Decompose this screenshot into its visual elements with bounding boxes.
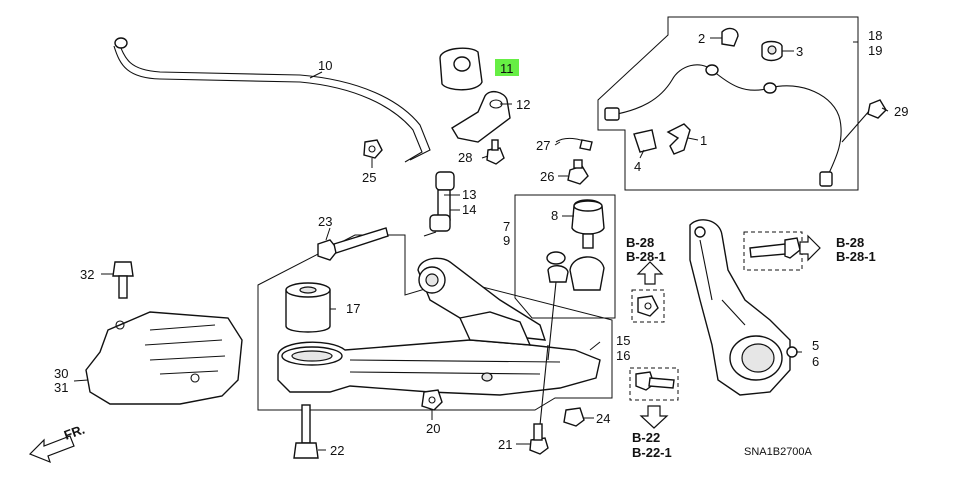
label-4: 4 [634,159,641,174]
label-2: 2 [698,31,705,46]
label-6: 6 [812,354,819,369]
label-17: 17 [346,301,360,316]
ref-b22: B-22 [632,430,660,445]
label-8: 8 [551,208,558,223]
label-14: 14 [462,202,476,217]
label-13: 13 [462,187,476,202]
label-9: 9 [503,233,510,248]
knuckle-bolt-upper [749,237,801,259]
label-28: 28 [458,150,472,165]
compliance-bushing [285,282,331,333]
knuckle-bolt-lower-box [629,367,679,401]
clip-27 [555,137,593,151]
stabilizer-bar [113,37,431,163]
label-19: 19 [868,43,882,58]
label-32: 32 [80,267,94,282]
label-20: 20 [426,421,440,436]
ref-b28-1-left: B-28-1 [626,249,666,264]
bolt-29 [867,99,887,119]
nut-20 [421,389,443,411]
clip-4 [633,129,657,153]
splash-shield [85,311,243,405]
label-25: 25 [362,170,376,185]
leader-lines [73,37,889,451]
label-30: 30 [54,366,68,381]
label-22: 22 [330,443,344,458]
label-24: 24 [596,411,610,426]
bracket-1 [666,123,691,155]
label-10: 10 [318,58,332,73]
bolt-28 [486,139,505,165]
wheel-sensor-harness [604,64,871,187]
knuckle-nut-box [631,289,665,323]
label-11: 11 [500,61,514,76]
bolt-22 [293,404,319,459]
stabilizer-bushing [439,47,483,91]
nut-25 [363,139,383,159]
label-26: 26 [540,169,554,184]
right-arrow-icon [799,234,821,262]
label-1: 1 [700,133,707,148]
ball-joint-boot [571,199,605,235]
label-15: 15 [616,333,630,348]
ball-joint-group-frame [514,194,616,319]
highlight-marker [495,59,519,76]
ref-b28-right: B-28 [836,235,864,250]
bolt-23 [317,227,389,261]
up-arrow-icon [636,261,664,285]
label-23: 23 [318,214,332,229]
label-5: 5 [812,338,819,353]
stabilizer-link [423,171,455,237]
sensor-group-frame [597,16,859,191]
label-21: 21 [498,437,512,452]
ball-joint [546,233,605,361]
diagram-code: SNA1B2700A [744,446,813,458]
lower-arm [277,257,601,396]
front-direction-arrow-icon [28,435,75,464]
label-16: 16 [616,348,630,363]
bolt-21 [529,344,549,455]
label-7: 7 [503,219,510,234]
down-arrow-icon [639,405,669,429]
bushing-holder [451,90,511,143]
ref-b28-left: B-28 [626,235,654,250]
knuckle-nut [637,295,659,317]
ref-b22-1: B-22-1 [632,445,672,460]
clip-2 [721,27,739,47]
nut-24 [563,407,585,427]
label-27: 27 [536,138,550,153]
label-29: 29 [894,104,908,119]
knuckle-bolt-lower [635,371,675,391]
label-18: 18 [868,28,882,43]
label-3: 3 [796,44,803,59]
nut-26 [567,159,589,185]
label-31: 31 [54,380,68,395]
bolt-32 [112,261,134,299]
label-12: 12 [516,97,530,112]
steering-knuckle [689,219,798,396]
front-direction-label: FR. [62,422,87,443]
grommet-3 [761,40,783,62]
ref-b28-1-right: B-28-1 [836,249,876,264]
